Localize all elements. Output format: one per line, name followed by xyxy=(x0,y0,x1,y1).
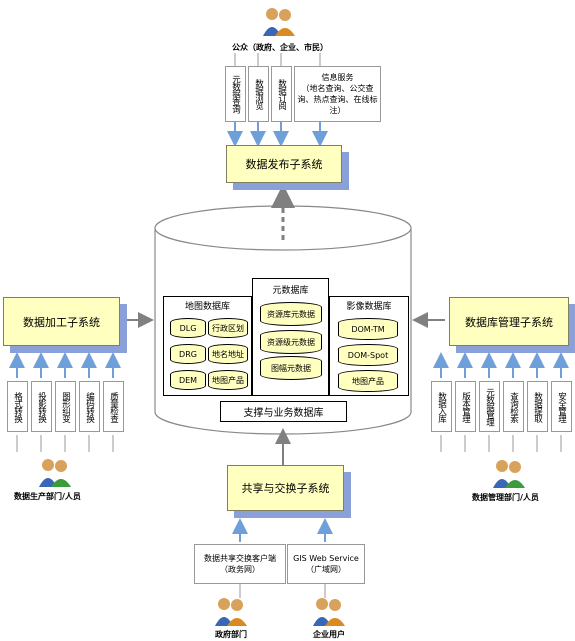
map-product-cylinder: 地图产品 xyxy=(208,370,248,390)
metadata-management-box: 元数据管理 xyxy=(479,381,500,432)
sheet-metadata-cylinder: 图幅元数据 xyxy=(260,356,322,380)
share-exchange-subsystem: 共享与交换子系统 xyxy=(227,465,344,511)
publish-subsystem: 数据发布子系统 xyxy=(226,145,342,183)
support-business-database: 支撑与业务数据库 xyxy=(220,401,347,422)
production-actor-label: 数据生产部门/人员 xyxy=(14,492,81,501)
drg-cylinder: DRG xyxy=(170,344,206,364)
map-database-title: 地图数据库 xyxy=(184,302,230,312)
data-subscribe-box: 数据订阅 xyxy=(271,66,292,122)
resource-metadata-cylinder: 资源级元数据 xyxy=(260,330,322,354)
data-extraction-box: 数据提取 xyxy=(527,381,548,432)
version-management-box: 版本管理 xyxy=(455,381,476,432)
processing-subsystem: 数据加工子系统 xyxy=(3,297,120,346)
enterprise-actor-label: 企业用户 xyxy=(313,630,345,639)
metadata-database-title: 元数据库 xyxy=(272,286,309,296)
dom-tm-cylinder: DOM-TM xyxy=(338,318,398,340)
people-icon xyxy=(263,8,295,36)
place-address-cylinder: 地名地址 xyxy=(208,344,248,364)
public-actor-label: 公众（政府、企业、市民） xyxy=(232,43,328,52)
dlg-cylinder: DLG xyxy=(170,318,206,338)
government-actor-label: 政府部门 xyxy=(215,630,247,639)
query-retrieval-box: 查询检索 xyxy=(503,381,524,432)
share-client-box: 数据共享交换客户端 （政务网） xyxy=(194,544,286,584)
admin-division-cylinder: 行政区划 xyxy=(208,318,248,338)
people-icon xyxy=(493,460,525,488)
people-icon xyxy=(39,459,71,487)
security-management-box: 安全管理 xyxy=(551,381,572,432)
graphic-correction-box: 图形纠变 xyxy=(55,381,76,432)
format-conversion-box: 格式转换 xyxy=(7,381,28,432)
info-service-box: 信息服务 （地名查询、公交查询、热点查询、在线标注） xyxy=(294,66,381,122)
metadata-query-box: 元数据查询 xyxy=(225,66,246,122)
image-map-product-cylinder: 地图产品 xyxy=(338,370,398,392)
db-management-subsystem: 数据库管理子系统 xyxy=(449,297,569,346)
gis-web-service-box: GIS Web Service （广域网） xyxy=(287,544,365,584)
projection-conversion-box: 投影转换 xyxy=(31,381,52,432)
repo-metadata-cylinder: 资源库元数据 xyxy=(260,302,322,326)
quality-check-box: 质量检查 xyxy=(103,381,124,432)
management-actor-label: 数据管理部门/人员 xyxy=(472,493,539,502)
dem-cylinder: DEM xyxy=(170,370,206,390)
dom-spot-cylinder: DOM-Spot xyxy=(338,344,398,366)
data-import-box: 数据入库 xyxy=(431,381,452,432)
people-icon xyxy=(215,598,247,626)
people-icon xyxy=(313,598,345,626)
image-database-title: 影像数据库 xyxy=(346,302,392,312)
data-browse-box: 数据浏览 xyxy=(248,66,269,122)
code-conversion-box: 编码转换 xyxy=(79,381,100,432)
